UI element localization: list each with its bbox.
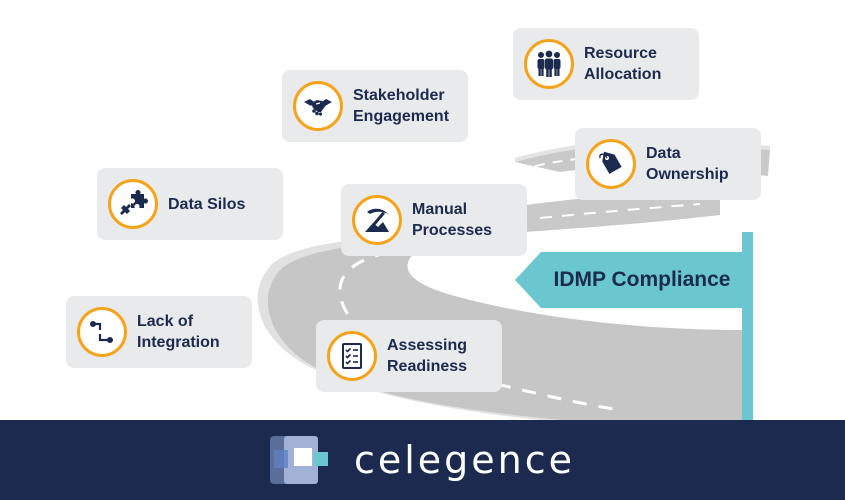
brand-footer: celegence [0,420,845,500]
team-icon [537,50,561,77]
step-label: Assessing Readiness [387,337,468,375]
step-card-manual-processes: Manual Processes [341,184,527,256]
step-card-stakeholder-engagement: Stakeholder Engagement [282,70,468,142]
step-label: Stakeholder Engagement [353,87,450,125]
badge [586,139,636,189]
step-card-resource-allocation: Resource Allocation [513,28,699,100]
step-card-lack-of-integration: Lack of Integration [66,296,252,368]
sign-pole [742,232,753,420]
step-label: Resource Allocation [584,45,662,83]
celegence-logo-icon [269,434,340,486]
badge [327,331,377,381]
badge [524,39,574,89]
brand-name: celegence [353,438,576,482]
badge [77,307,127,357]
step-card-data-ownership: Data Ownership [575,128,761,200]
sign-title: IDMP Compliance [553,268,731,291]
step-label: Data Ownership [646,145,729,183]
handshake-icon [304,99,332,116]
badge [108,179,158,229]
step-label: Lack of Integration [137,313,220,351]
idmp-compliance-sign: IDMP Compliance [515,252,745,308]
checklist-icon [342,343,362,369]
step-label: Data Silos [168,195,246,213]
tag-icon [599,151,622,174]
badge [293,81,343,131]
roadmap-diagram: Resource Allocation Stakeholder Engageme… [66,28,770,420]
connection-icon [90,321,113,343]
step-label: Manual Processes [412,201,493,239]
pickaxe-icon [365,208,389,232]
step-card-data-silos: Data Silos [97,168,283,240]
badge [352,195,402,245]
step-card-assessing-readiness: Assessing Readiness [316,320,502,392]
puzzle-icon [120,190,148,215]
